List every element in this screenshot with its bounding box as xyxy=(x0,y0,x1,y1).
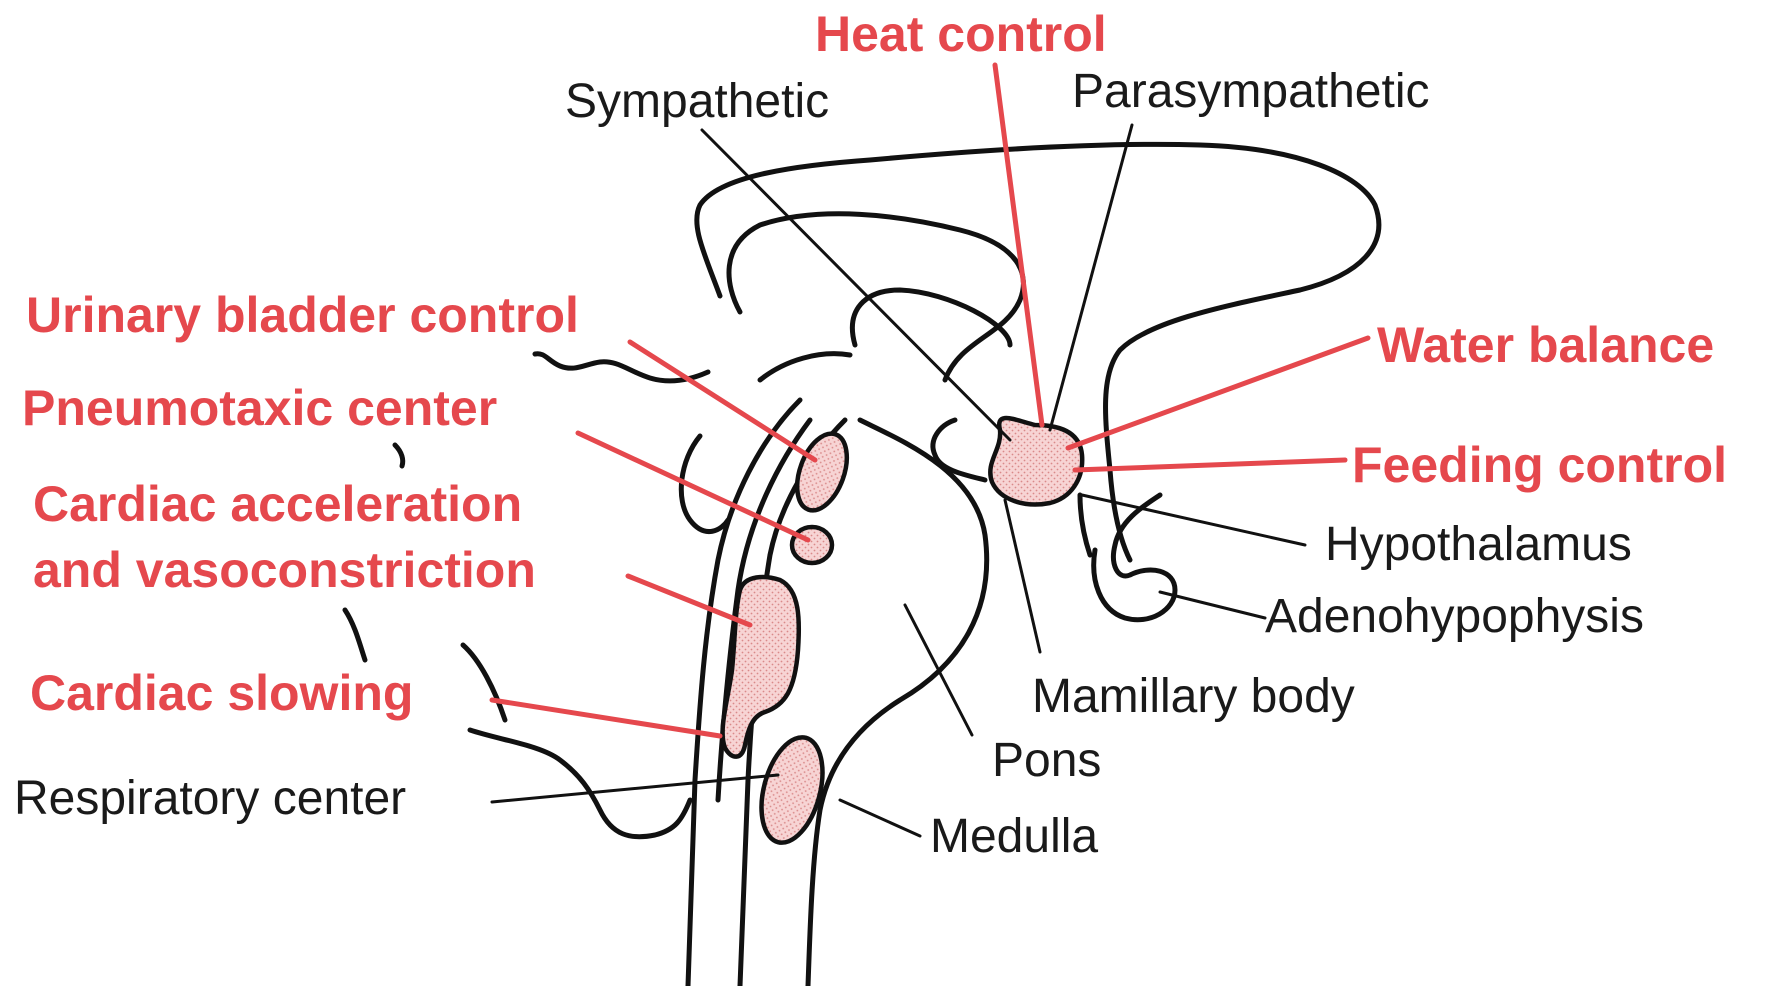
cerebellum-outline xyxy=(535,354,728,532)
respiratory-region xyxy=(751,731,833,850)
leader-medulla xyxy=(840,800,920,836)
leader-pons xyxy=(905,605,972,735)
cerebellum-fragment-2 xyxy=(345,610,365,660)
fornix-outline xyxy=(729,214,1023,380)
mamillary-outline xyxy=(933,420,985,480)
label-hypothalamus: Hypothalamus xyxy=(1325,518,1632,571)
black-leaders xyxy=(492,125,1305,836)
label-feeding-control: Feeding control xyxy=(1352,437,1727,493)
leader-cardiac-accel xyxy=(628,576,750,625)
hypothalamus-region xyxy=(990,418,1082,504)
leader-respiratory xyxy=(492,775,778,802)
label-respiratory-center: Respiratory center xyxy=(14,772,406,825)
leader-sympathetic xyxy=(702,130,1010,440)
leader-adenohypophysis xyxy=(1160,592,1265,618)
label-pneumotaxic-center: Pneumotaxic center xyxy=(22,380,497,436)
leader-water-balance xyxy=(1068,338,1368,448)
cerebellum-lower xyxy=(470,730,690,837)
red-leaders xyxy=(492,65,1368,736)
label-mamillary-body: Mamillary body xyxy=(1032,670,1355,723)
leader-cardiac-slowing xyxy=(492,700,720,736)
label-parasympathetic: Parasympathetic xyxy=(1072,65,1430,118)
leader-urinary-bladder xyxy=(630,342,815,460)
label-cardiac-acceleration-line1: Cardiac acceleration xyxy=(33,476,522,532)
cerebellum-fragment xyxy=(463,645,505,720)
label-sympathetic: Sympathetic xyxy=(565,75,829,128)
leader-mamillary-body xyxy=(1005,500,1040,652)
label-water-balance: Water balance xyxy=(1377,317,1714,373)
label-adenohypophysis: Adenohypophysis xyxy=(1265,590,1644,643)
cerebellum-fragment-3 xyxy=(395,445,403,466)
label-pons: Pons xyxy=(992,734,1101,787)
label-cardiac-acceleration-line2: and vasoconstriction xyxy=(33,542,536,598)
thalamus-inner xyxy=(760,354,850,380)
label-heat-control: Heat control xyxy=(815,6,1107,62)
pneumotaxic-region xyxy=(792,527,832,563)
pons-outline xyxy=(808,420,987,986)
leader-feeding-control xyxy=(1075,460,1345,470)
pituitary-stalk xyxy=(1080,495,1090,555)
label-urinary-bladder-control: Urinary bladder control xyxy=(26,287,579,343)
label-cardiac-slowing: Cardiac slowing xyxy=(30,665,413,721)
label-medulla: Medulla xyxy=(930,810,1098,863)
leader-parasympathetic xyxy=(1050,125,1132,430)
